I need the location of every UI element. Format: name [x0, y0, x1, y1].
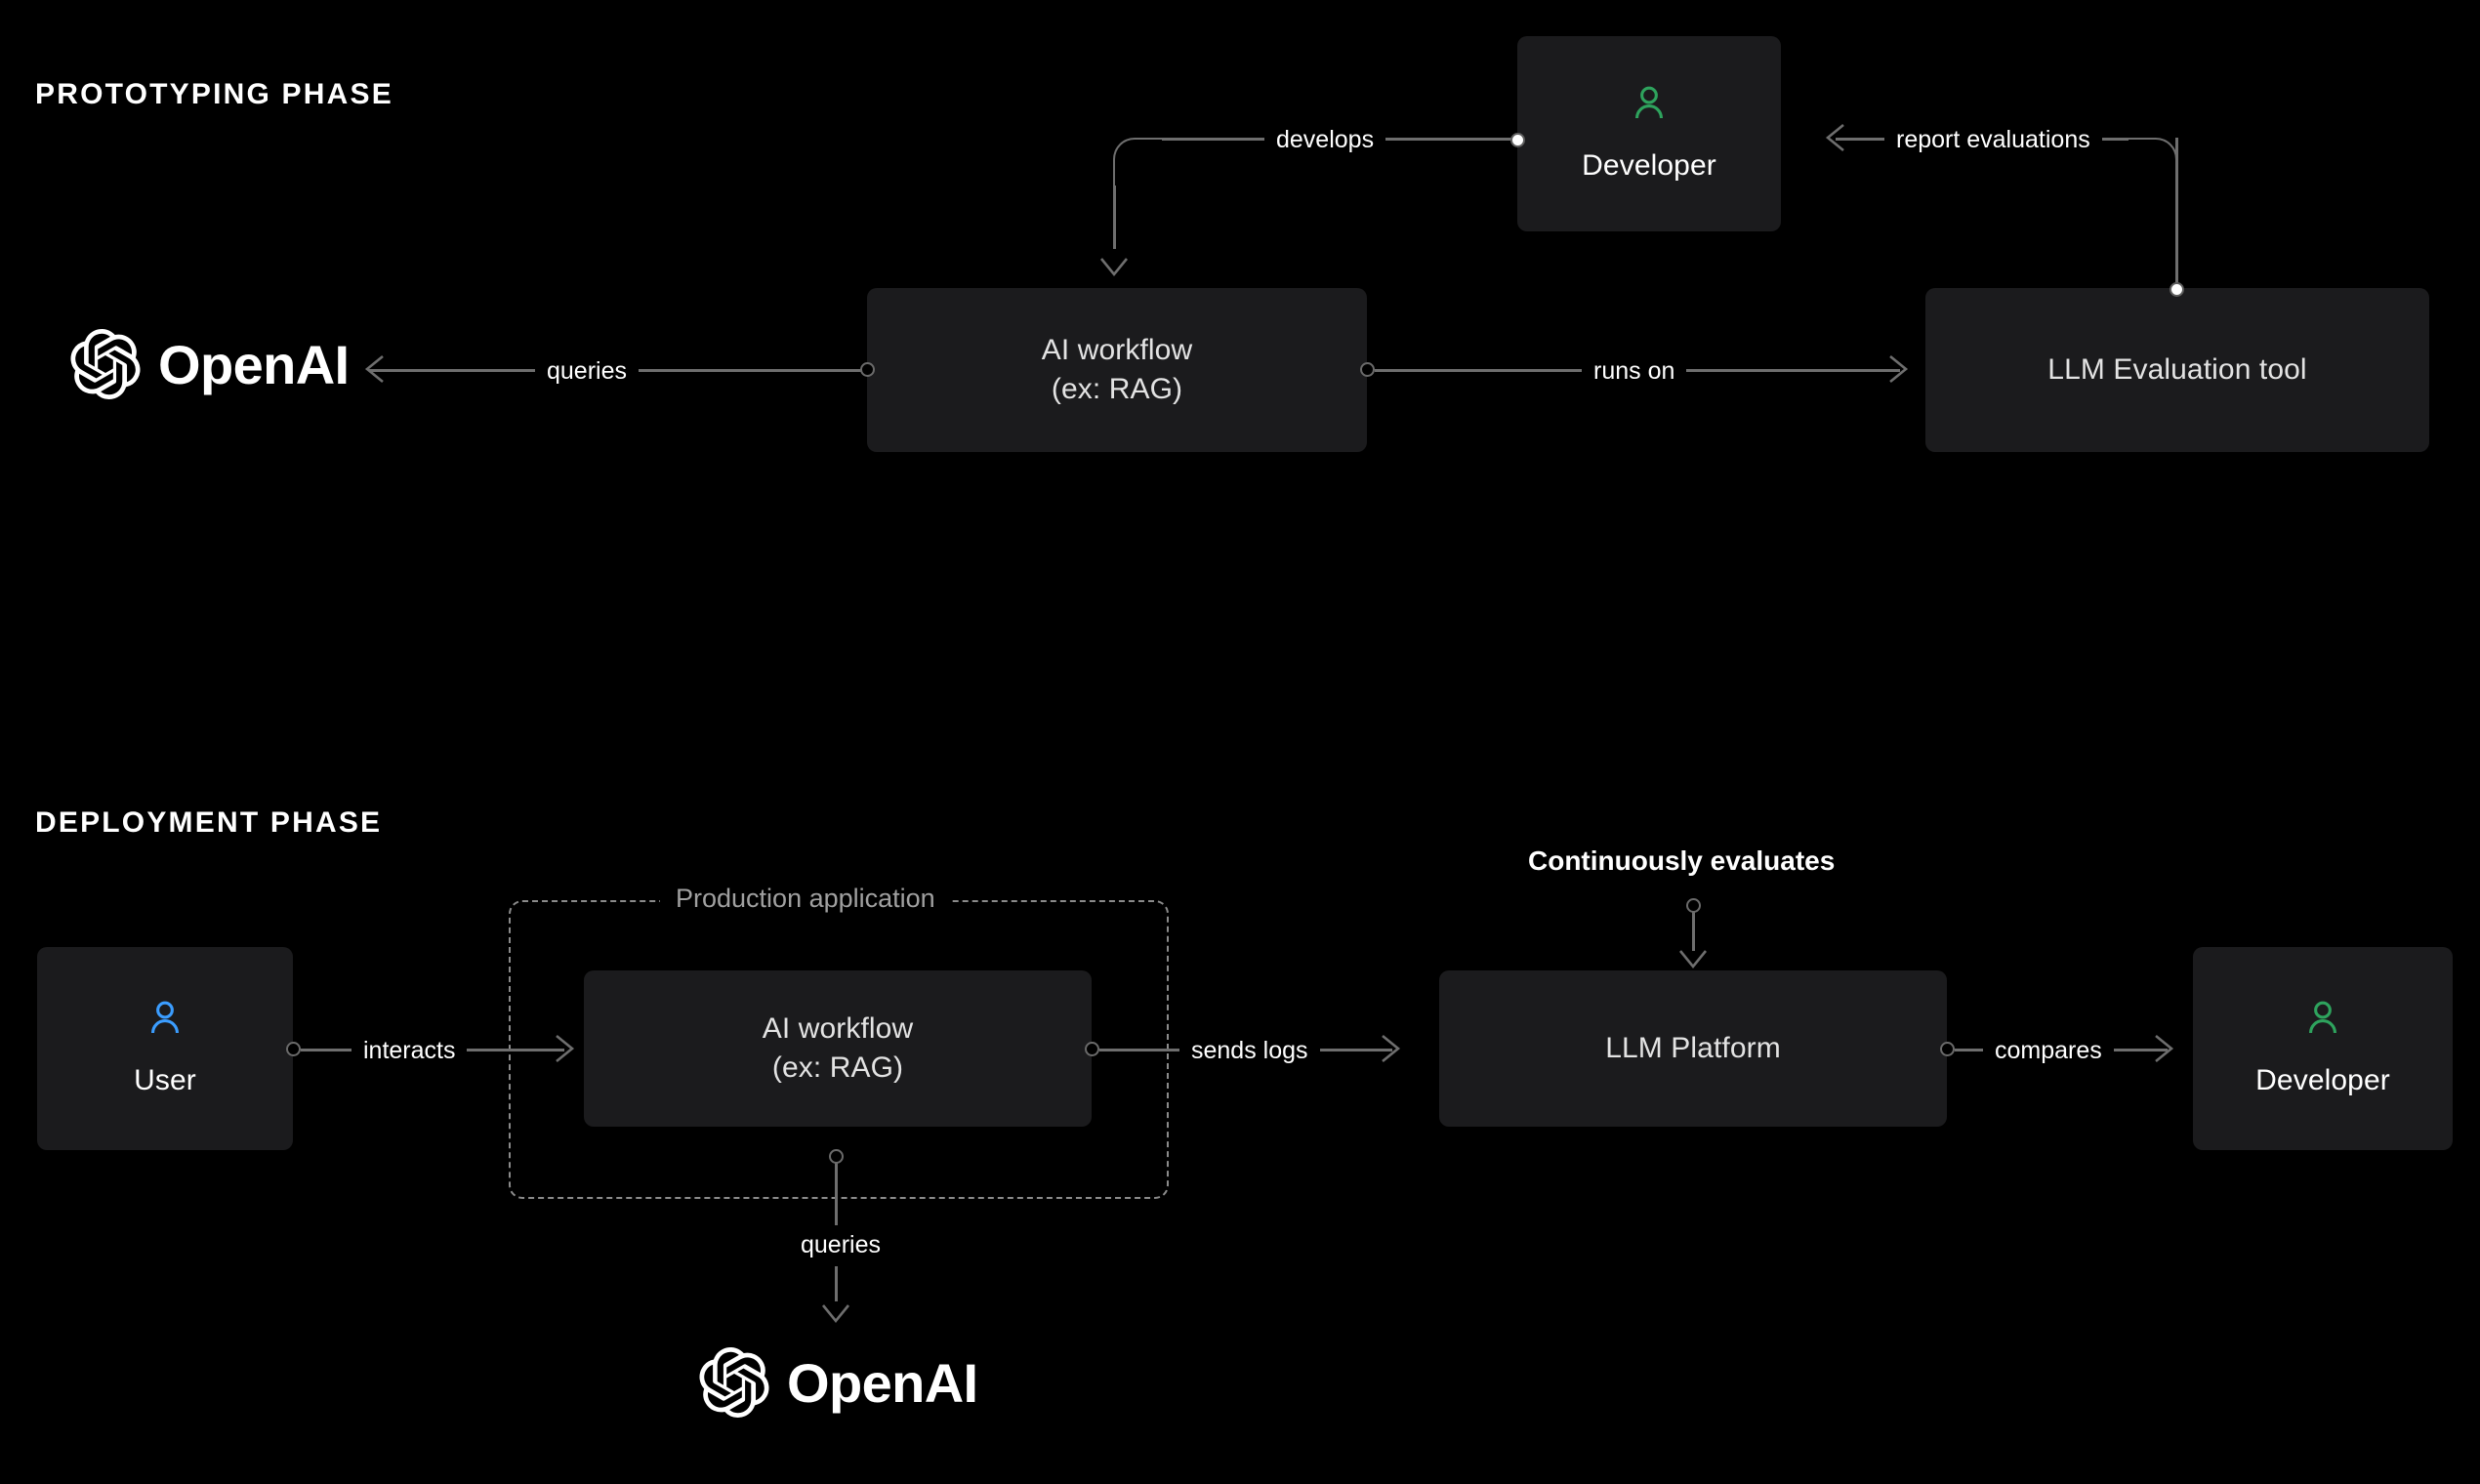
node-developer-prototyping[interactable]: Developer	[1517, 36, 1781, 231]
edge-label-interacts: interacts	[351, 1031, 468, 1072]
edge-line-continuously-evaluates	[1692, 912, 1695, 951]
port-developer-left-prototyping[interactable]	[1510, 133, 1525, 147]
node-ai-workflow-label: AI workflow (ex: RAG)	[1041, 334, 1193, 405]
port-llm-evaluation-tool-top[interactable]	[2170, 282, 2184, 297]
openai-logo-deployment: OpenAI	[699, 1347, 978, 1418]
arrowhead-left-queries-prototyping	[364, 354, 384, 384]
node-ai-workflow-deployment[interactable]: AI workflow (ex: RAG)	[584, 970, 1092, 1127]
port-ai-workflow-left-prototyping[interactable]	[860, 362, 875, 377]
node-llm-evaluation-tool[interactable]: LLM Evaluation tool	[1925, 288, 2429, 452]
node-ai-workflow-label: AI workflow (ex: RAG)	[762, 1012, 914, 1084]
arrowhead-right-interacts	[556, 1034, 575, 1063]
edge-label-sends-logs: sends logs	[1179, 1031, 1320, 1072]
person-icon	[1634, 86, 1664, 119]
port-ai-workflow-right-prototyping[interactable]	[1360, 362, 1375, 377]
edge-label-report-evaluations: report evaluations	[1884, 120, 2102, 161]
port-llm-platform-right[interactable]	[1940, 1042, 1955, 1056]
node-developer-label: Developer	[1582, 149, 1716, 183]
port-ai-workflow-bottom-deployment[interactable]	[829, 1149, 844, 1164]
node-ai-workflow-prototyping[interactable]: AI workflow (ex: RAG)	[867, 288, 1367, 452]
person-icon	[2308, 1001, 2337, 1034]
port-llm-platform-top[interactable]	[1686, 898, 1701, 913]
annotation-continuously-evaluates: Continuously evaluates	[1528, 845, 1836, 876]
node-llm-platform[interactable]: LLM Platform	[1439, 970, 1947, 1127]
arrowhead-left-report-eval	[1825, 123, 1844, 152]
openai-wordmark: OpenAI	[158, 333, 350, 395]
openai-wordmark: OpenAI	[787, 1351, 978, 1414]
edge-elbow-report-eval	[2127, 138, 2177, 188]
node-llm-evaluation-tool-label: LLM Evaluation tool	[2047, 353, 2307, 387]
port-ai-workflow-right-deployment[interactable]	[1085, 1042, 1099, 1056]
openai-blossom-icon	[70, 329, 141, 399]
person-icon	[150, 1001, 180, 1034]
node-developer-deployment[interactable]: Developer	[2193, 947, 2453, 1150]
edge-line-report-eval-v	[2175, 138, 2178, 289]
deployment-phase-title: DEPLOYMENT PHASE	[35, 806, 383, 839]
prototyping-phase-title: PROTOTYPING PHASE	[35, 78, 393, 110]
port-user-right[interactable]	[286, 1042, 301, 1056]
edge-label-queries-prototyping: queries	[535, 351, 639, 392]
edge-line-develops-v	[1113, 186, 1116, 249]
arrowhead-down-queries-deployment	[821, 1304, 850, 1324]
edge-label-develops: develops	[1264, 120, 1386, 161]
arrowhead-right-runs-on	[1889, 354, 1909, 384]
node-llm-platform-label: LLM Platform	[1605, 1032, 1781, 1065]
node-developer-label: Developer	[2255, 1064, 2390, 1097]
node-user-deployment[interactable]: User	[37, 947, 293, 1150]
edge-label-queries-deployment: queries	[789, 1225, 892, 1266]
openai-logo-prototyping: OpenAI	[70, 329, 350, 399]
openai-blossom-icon	[699, 1347, 769, 1418]
node-user-label: User	[134, 1064, 196, 1097]
edge-elbow-develops	[1113, 138, 1164, 188]
edge-label-runs-on: runs on	[1582, 351, 1687, 392]
group-production-application-label: Production application	[660, 884, 951, 914]
arrowhead-down-develops	[1099, 258, 1129, 277]
arrowhead-right-sends-logs	[1382, 1034, 1401, 1063]
edge-label-compares: compares	[1983, 1031, 2114, 1072]
arrowhead-down-continuously-evaluates	[1678, 950, 1708, 969]
arrowhead-right-compares	[2155, 1034, 2174, 1063]
